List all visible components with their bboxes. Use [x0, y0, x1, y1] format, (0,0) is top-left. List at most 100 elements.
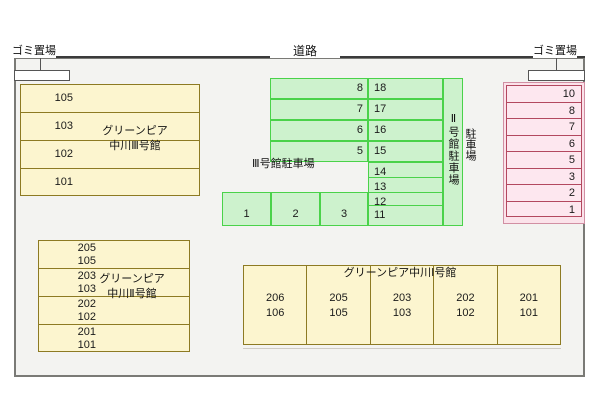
stall-number: 8 [356, 82, 363, 94]
building-ii-unit-row: 203 103 [39, 269, 189, 297]
building-iii-name: グリーンピア 中川Ⅲ号館 [80, 124, 190, 154]
building-iii-unit-row: 103 [21, 113, 199, 141]
stall-number: 1 [568, 203, 575, 216]
green-stall-6: 6 [270, 120, 368, 141]
building-iii-unit-row: 102 [21, 141, 199, 169]
unit-number-upper: 202 [77, 298, 96, 310]
stall-number: 3 [568, 170, 575, 183]
parking-label-right: 駐車場 [464, 128, 476, 161]
pink-stall-2: 2 [506, 184, 582, 201]
stall-number: 18 [374, 82, 387, 94]
stall-number: 2 [292, 208, 299, 220]
pink-stall-5: 5 [506, 151, 582, 168]
pink-stall-1: 1 [506, 200, 582, 217]
stall-number: 7 [356, 103, 363, 115]
trash-leader-line-left [40, 58, 41, 70]
stall-number: 16 [374, 124, 387, 136]
building-iii-name-line2: 中川Ⅲ号館 [109, 140, 161, 152]
pink-parking-block: 10 8 7 6 5 3 2 1 [503, 82, 585, 224]
unit-number-lower: 106 [266, 307, 285, 319]
building-iii-unit-row: 101 [21, 169, 199, 197]
building-i-unit-col: 201 101 [498, 266, 560, 344]
unit-number-upper: 202 [456, 292, 475, 304]
unit-number-lower: 105 [329, 307, 348, 319]
unit-number-upper: 206 [266, 292, 285, 304]
green-stall-1: 1 [222, 192, 271, 226]
unit-number-lower: 101 [77, 339, 96, 351]
green-parking-label-band [443, 78, 463, 226]
stall-number: 6 [356, 124, 363, 136]
trash-area-label-left: ゴミ置場 [12, 45, 56, 58]
unit-number-upper: 201 [519, 292, 538, 304]
stall-number: 6 [568, 137, 575, 150]
building-ii-unit-row: 205 105 [39, 241, 189, 269]
unit-number-lower: 102 [77, 311, 96, 323]
unit-number: 101 [54, 176, 73, 188]
stall-number: 11 [374, 209, 386, 221]
building-i-name: グリーンピア中川Ⅰ号館 [343, 267, 457, 279]
building-ii: 205 105 203 103 202 102 201 101 [38, 240, 190, 352]
stall-number: 15 [374, 145, 387, 157]
stall-number: 7 [568, 121, 575, 133]
building-iii-unit-row: 105 [21, 85, 199, 113]
stall-number: 5 [568, 154, 575, 166]
building-i-unit-col: 202 102 [434, 266, 498, 344]
unit-number-upper: 201 [77, 326, 96, 338]
trash-area-label-right: ゴミ置場 [533, 45, 577, 58]
stall-number: 5 [356, 145, 363, 157]
green-stall-2: 2 [271, 192, 320, 226]
unit-number-lower: 103 [392, 307, 412, 319]
green-stall-16: 16 [368, 120, 443, 141]
building-ii-unit-row: 201 101 [39, 325, 189, 353]
unit-number-upper: 205 [77, 242, 96, 254]
stall-number: 2 [568, 187, 575, 199]
green-stall-8: 8 [270, 78, 368, 99]
building-i-baseline-rule [243, 348, 561, 349]
building-iii-name-line1: グリーンピア [102, 125, 168, 137]
trash-area-box-left [14, 70, 70, 81]
stall-number: 17 [374, 103, 387, 115]
pink-stall-10: 10 [506, 85, 582, 102]
unit-number: 105 [54, 92, 73, 104]
stall-number: 1 [243, 208, 250, 220]
building-i-unit-col: 206 106 [244, 266, 308, 344]
green-stall-18: 18 [368, 78, 443, 99]
green-stall-7: 7 [270, 99, 368, 120]
pink-stall-6: 6 [506, 134, 582, 151]
stall-number: 14 [374, 166, 387, 178]
building-i-unit-col: 203 103 [371, 266, 435, 344]
trash-leader-line-right [556, 58, 557, 70]
unit-number-lower: 102 [456, 307, 475, 319]
unit-number-lower: 105 [77, 255, 96, 267]
unit-number-lower: 101 [519, 307, 538, 319]
green-stall-17: 17 [368, 99, 443, 120]
unit-number: 102 [54, 148, 73, 160]
green-stall-5: 5 [270, 141, 368, 162]
pink-stall-7: 7 [506, 118, 582, 135]
building-ii-name: グリーンピア 中川Ⅱ号館 [76, 272, 188, 302]
stall-number: 3 [340, 208, 348, 220]
building-i: 206 106 205 105 203 103 202 102 201 101 [243, 265, 561, 345]
unit-number: 103 [54, 120, 73, 132]
pink-stall-8: 8 [506, 101, 582, 118]
unit-number-lower: 103 [77, 283, 96, 295]
unit-number-upper: 203 [392, 292, 412, 304]
stall-number: 8 [568, 104, 575, 117]
building-ii-name-line1: グリーンピア [99, 273, 165, 285]
building-iii: 105 103 102 101 [20, 84, 200, 196]
building-ii-name-line2: 中川Ⅱ号館 [107, 288, 157, 300]
trash-area-box-right [528, 70, 585, 81]
green-stall-15: 15 [368, 141, 443, 162]
green-stall-11: 11 [368, 205, 443, 226]
green-stall-3: 3 [320, 192, 368, 226]
unit-number-upper: 205 [329, 292, 348, 304]
road-label: 道路 [270, 44, 340, 58]
stall-number: 13 [374, 181, 387, 193]
stall-number: 10 [562, 88, 575, 100]
parking-label-building-iii: Ⅲ号館駐車場 [252, 158, 315, 170]
building-ii-unit-row: 202 102 [39, 297, 189, 325]
pink-stall-3: 3 [506, 167, 582, 184]
building-i-unit-col: 205 105 [307, 266, 371, 344]
unit-number-upper: 203 [77, 270, 96, 282]
